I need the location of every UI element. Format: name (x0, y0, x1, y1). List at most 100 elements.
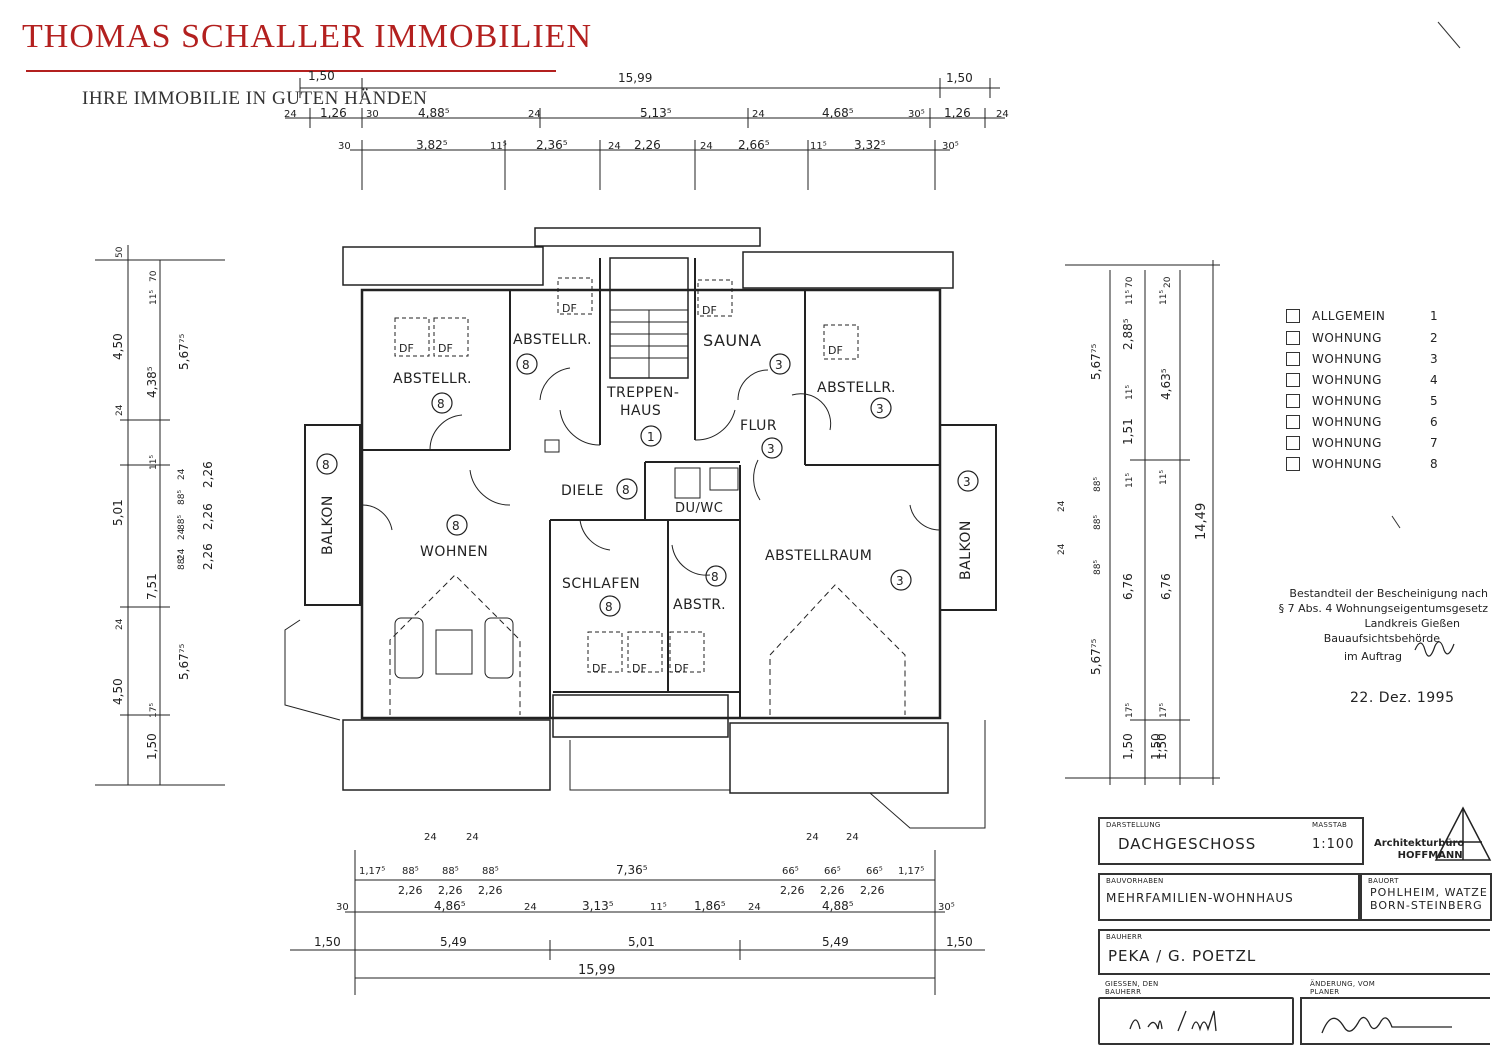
dim-label: 11⁵ (1159, 290, 1169, 305)
legend-label: WOHNUNG (1312, 436, 1382, 450)
dim-label: 2,26 (201, 461, 215, 488)
dim-label: 88⁵ (1093, 477, 1103, 492)
dim-label: 1,50 (1155, 733, 1169, 760)
dim-label: 6,76 (1159, 573, 1173, 600)
legend-number: 6 (1430, 415, 1438, 429)
stamp-line: Bestandteil der Bescheinigung nach (1289, 587, 1488, 600)
bauort-line: BORN-STEINBERG (1370, 899, 1483, 912)
dim-label: 7,36⁵ (616, 863, 648, 877)
dim-label: 5,49 (822, 935, 849, 949)
room-du-wc: DU/WC (675, 501, 723, 516)
dim-label: 1,50 (1121, 733, 1135, 760)
dim-label: 3,82⁵ (416, 138, 448, 152)
field-label: MASSTAB (1312, 821, 1348, 829)
firm-name: Architekturbüro HOFFMANN (1374, 838, 1464, 862)
room-balkon-right: BALKON (958, 520, 974, 580)
dim-label: 30⁵ (908, 109, 925, 120)
dim-label: 1,50 (946, 71, 973, 85)
legend-checkbox (1286, 309, 1300, 323)
room-unit: 8 (605, 600, 613, 614)
room-unit: 8 (322, 458, 330, 472)
dim-label: 2,26 (478, 884, 503, 897)
dim-label: 4,86⁵ (434, 899, 466, 913)
dim-label: 24 (996, 109, 1009, 120)
dim-label: 24 (177, 528, 187, 540)
legend-label: WOHNUNG (1312, 415, 1382, 429)
dim-label: 30⁵ (942, 141, 959, 152)
room-treppenhaus-2: HAUS (620, 403, 661, 419)
dim-label: 88⁵ (1093, 560, 1103, 575)
skylight-label: DF (828, 344, 843, 357)
dim-label: 1,26 (320, 106, 347, 120)
legend-number: 5 (1430, 394, 1438, 408)
signature-planer-box (1300, 997, 1490, 1045)
dim-label: 2,36⁵ (536, 138, 568, 152)
dim-label: 30 (336, 902, 349, 913)
legend-label: WOHNUNG (1312, 394, 1382, 408)
legend-number: 2 (1430, 331, 1438, 345)
brand-slogan: IHRE IMMOBILIE IN GUTEN HÄNDEN (82, 88, 428, 109)
legend-label: WOHNUNG (1312, 373, 1382, 387)
dim-label: 88⁵ (177, 555, 187, 570)
dim-label: 15,99 (578, 963, 615, 978)
dim-label: 2,66⁵ (738, 138, 770, 152)
room-unit: 8 (622, 483, 630, 497)
dim-label: 24 (424, 832, 437, 843)
firm-line: HOFFMANN (1397, 850, 1463, 861)
room-abstellr-middle: ABSTELLR. (513, 332, 592, 348)
dim-label: 88⁵ (177, 490, 187, 505)
room-unit: 3 (876, 402, 884, 416)
dim-label: 30⁵ (938, 902, 955, 913)
dim-label: 11⁵ (1159, 470, 1169, 485)
dim-label: 24 (608, 141, 621, 152)
dim-label: 2,26 (201, 503, 215, 530)
dim-label: 5,67⁷⁵ (1089, 638, 1103, 675)
legend-checkbox (1286, 373, 1300, 387)
dim-label: 17⁵ (1159, 703, 1169, 718)
dim-label: 2,26 (860, 884, 885, 897)
dim-label: 24 (524, 902, 537, 913)
dim-label: 17⁵ (1125, 703, 1135, 718)
dim-label: 1,50 (1149, 733, 1163, 760)
approval-stamp: Bestandteil der Bescheinigung nach § 7 A… (1270, 586, 1488, 664)
dim-label: 2,26 (201, 543, 215, 570)
dim-label: 3,32⁵ (854, 138, 886, 152)
room-wohnen: WOHNEN (420, 544, 488, 560)
dim-label: 88⁵ (442, 866, 459, 877)
field-label: PLANER (1310, 988, 1340, 996)
room-unit: 1 (647, 430, 655, 444)
dim-label: 24 (806, 832, 819, 843)
dim-label: 24 (115, 404, 125, 416)
dim-label: 4,68⁵ (822, 106, 854, 120)
brand-name: THOMAS SCHALLER IMMOBILIEN (22, 18, 592, 55)
room-diele: DIELE (561, 483, 604, 499)
dim-label: 5,49 (440, 935, 467, 949)
firm-line: Architekturbüro (1374, 838, 1465, 849)
dim-label: 66⁵ (866, 866, 883, 877)
dim-label: 11⁵ (810, 141, 827, 152)
dim-label: 24 (115, 618, 125, 630)
dim-label: 50 (115, 246, 125, 258)
legend-number: 8 (1430, 457, 1438, 471)
skylight-label: DF (632, 662, 647, 675)
field-label: BAUVORHABEN (1106, 877, 1164, 885)
dim-label: 2,26 (634, 138, 661, 152)
dim-label: 5,01 (111, 499, 125, 526)
skylight-label: DF (562, 302, 577, 315)
dim-label: 88⁵ (177, 515, 187, 530)
dim-label: 66⁵ (782, 866, 799, 877)
sign-label-right: ÄNDERUNG, VOM PLANER (1310, 980, 1375, 996)
bauort-value: POHLHEIM, WATZE BORN-STEINBERG (1370, 886, 1488, 912)
dim-label: 5,01 (628, 935, 655, 949)
dim-label: 5,67⁷⁵ (1089, 343, 1103, 380)
signature-bauherr-box (1098, 997, 1294, 1045)
legend-item: WOHNUNG 5 (1286, 394, 1438, 408)
dim-label: 1,50 (145, 733, 159, 760)
legend-checkbox (1286, 331, 1300, 345)
dim-label: 2,26 (780, 884, 805, 897)
dim-label: 1,51 (1121, 418, 1135, 445)
dim-label: 11⁵ (650, 902, 667, 913)
